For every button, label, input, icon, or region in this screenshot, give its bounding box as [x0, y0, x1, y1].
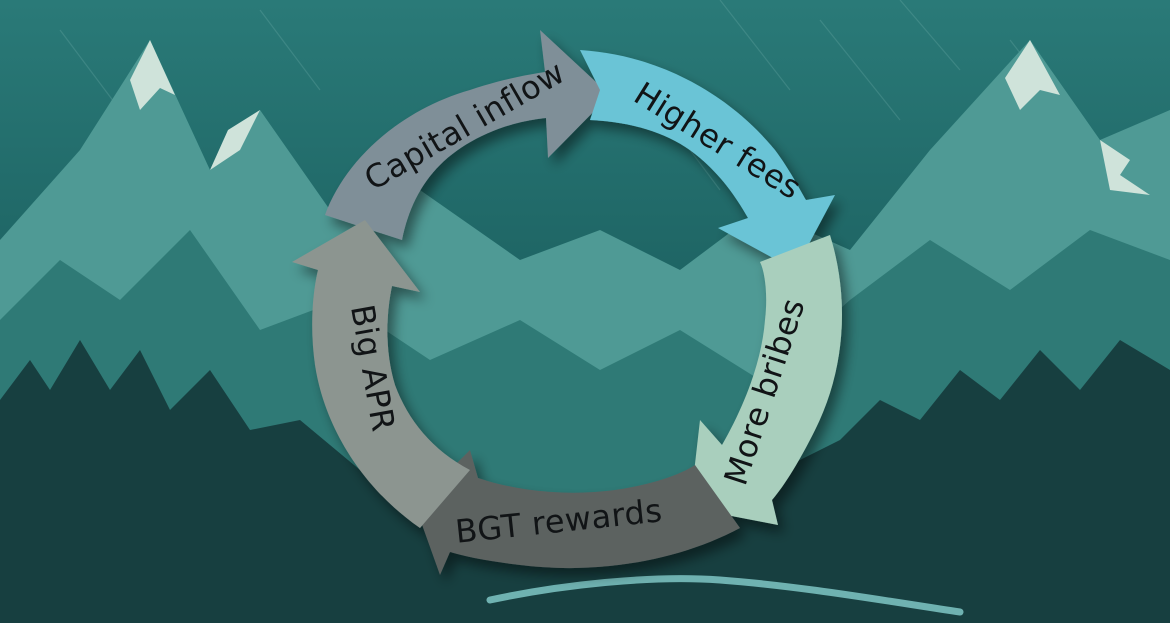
arrow-big-apr: [292, 220, 470, 528]
arrow-more-bribes: [690, 235, 842, 525]
near-forest: [0, 340, 1170, 623]
cycle-arrows: [292, 30, 842, 575]
river: [486, 575, 964, 616]
snow-caps: [130, 40, 1150, 195]
arrow-capital-inflow: [325, 30, 610, 240]
arrow-higher-fees: [580, 50, 835, 270]
arrow-bgt-rewards: [415, 450, 740, 575]
